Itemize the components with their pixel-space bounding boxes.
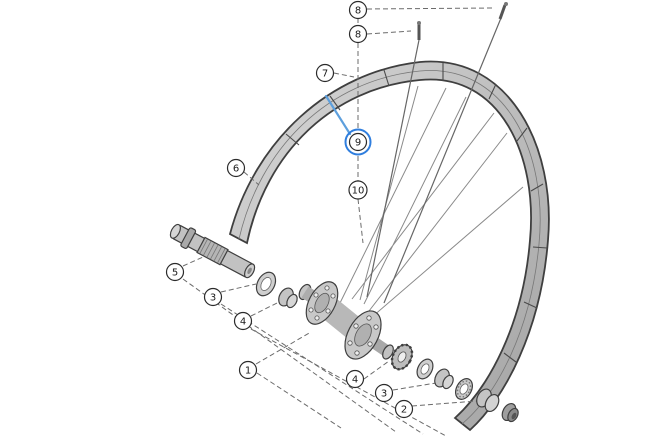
axle: [169, 223, 256, 279]
callout-4-a: 4: [233, 311, 253, 331]
seal-ring-left: [255, 271, 277, 297]
callout-label: 9: [355, 138, 361, 149]
spokes: [339, 85, 524, 318]
hub-body: [298, 281, 394, 360]
cone-right: [434, 368, 454, 390]
callout-7: 7: [315, 63, 335, 83]
callouts: 8 8 7 9 6 10 5 3 4 1 4 3: [165, 0, 414, 419]
callout-5: 5: [165, 262, 185, 282]
callout-8-b: 8: [348, 24, 368, 44]
callout-label: 1: [245, 366, 251, 377]
exploded-spoke-left: [366, 21, 421, 298]
bearing-right: [455, 378, 473, 400]
serrated-lockring: [390, 343, 414, 371]
callout-3-b: 3: [374, 383, 394, 403]
rim-ticks: [285, 63, 548, 404]
rim: [228, 60, 550, 432]
callout-3-a: 3: [203, 287, 223, 307]
callout-6: 6: [226, 158, 246, 178]
callout-label: 6: [233, 164, 239, 175]
callout-label: 3: [381, 389, 387, 400]
callout-label: 4: [352, 375, 358, 386]
callout-4-b: 4: [345, 369, 365, 389]
callout-8-a: 8: [348, 0, 368, 20]
highlight-ring: [344, 128, 372, 156]
callout-1: 1: [238, 360, 258, 380]
washer-right: [416, 358, 434, 380]
callout-label: 8: [355, 30, 361, 41]
rim-center-line: [238, 70, 541, 425]
end-cap-right: [501, 402, 519, 423]
callout-label: 5: [172, 268, 178, 279]
spoke-nipple-icon: [417, 21, 421, 40]
cap-right: [476, 388, 500, 413]
hub-flange-left: [305, 281, 339, 325]
callout-10: 10: [348, 180, 368, 200]
callout-label: 2: [401, 405, 407, 416]
spoke-nipple-icon: [498, 2, 508, 20]
pointer-line: [324, 94, 352, 136]
highlight-annotation: [324, 94, 372, 156]
cone-left: [278, 287, 298, 309]
callout-9: 9: [348, 132, 368, 152]
callout-label: 8: [355, 6, 361, 17]
exploded-spoke-right: [383, 2, 508, 304]
hub-flange-right: [344, 310, 382, 360]
callout-label: 3: [210, 293, 216, 304]
callout-label: 7: [322, 69, 328, 80]
callout-2: 2: [394, 399, 414, 419]
callout-label: 4: [240, 317, 246, 328]
callout-label: 10: [352, 186, 365, 197]
